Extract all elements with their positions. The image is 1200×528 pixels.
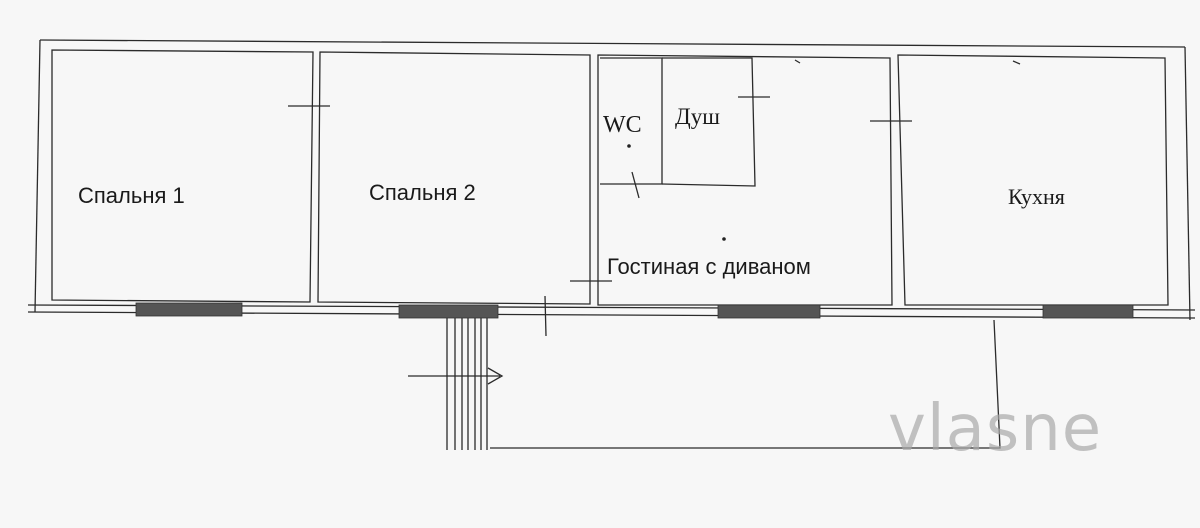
window-kitchen <box>1042 304 1134 319</box>
wc-label: WC <box>603 112 642 138</box>
outer-wall-right <box>1184 46 1191 321</box>
bedroom2-outline <box>317 51 591 305</box>
shower-label: Душ <box>675 104 720 129</box>
bedroom1-outline <box>51 49 314 303</box>
outer-wall-left <box>34 39 41 313</box>
watermark-logo: vlasne <box>888 392 1103 466</box>
bedroom2-label: Спальня 2 <box>369 180 476 205</box>
terrace-outline <box>490 319 1001 449</box>
wc-door-tick <box>631 171 640 199</box>
living-label: Гостиная с диваном <box>607 254 811 279</box>
window-bedroom1 <box>135 302 243 317</box>
living-dot <box>722 237 726 241</box>
window-bedroom2 <box>398 304 499 319</box>
entrance-arrow <box>408 367 504 385</box>
kitchen-label: Кухня <box>1008 184 1065 209</box>
wc-dot <box>627 144 631 148</box>
living-door-tick-top <box>794 59 801 64</box>
window-living <box>717 304 821 319</box>
outer-wall-top <box>39 39 1186 48</box>
shower-outline <box>661 57 756 187</box>
bedroom1-label: Спальня 1 <box>78 183 185 208</box>
entrance-door-tick <box>544 295 547 337</box>
living-outline <box>597 54 893 306</box>
kitchen-tick-top <box>1012 60 1021 65</box>
kitchen-outline <box>897 54 1169 306</box>
wc-outline <box>600 57 663 185</box>
